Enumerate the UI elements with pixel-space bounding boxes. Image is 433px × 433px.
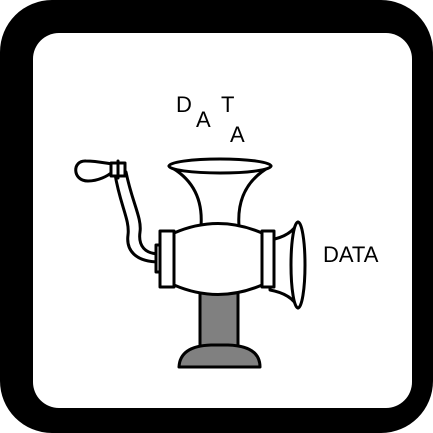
crank-handle [74, 159, 166, 274]
grinder-body [158, 222, 276, 296]
output-data-label: DATA [323, 242, 379, 267]
grinder-stand [177, 290, 262, 369]
grinder-hopper [167, 157, 273, 228]
input-letter-a-second: A [230, 122, 245, 147]
input-letter-a: A [196, 107, 211, 132]
input-letter-t: T [221, 92, 235, 117]
input-letter-d: D [176, 92, 192, 117]
output-horn [268, 220, 307, 310]
